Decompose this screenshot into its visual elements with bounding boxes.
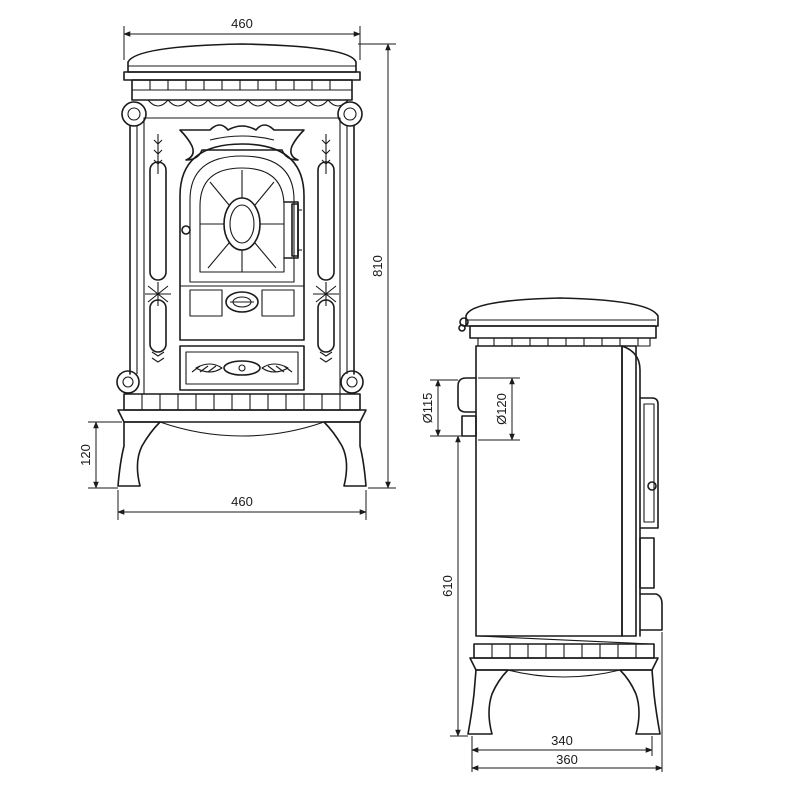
side-door-knob bbox=[647, 481, 657, 491]
side-body bbox=[475, 345, 623, 637]
dim-leg-height: 120 bbox=[78, 444, 93, 466]
dim-base-width: 460 bbox=[231, 494, 253, 509]
front-leg-right bbox=[323, 421, 367, 487]
front-rosette-top-right bbox=[337, 101, 363, 127]
dim-flue-height: 610 bbox=[440, 575, 455, 597]
front-top-cap bbox=[127, 43, 357, 73]
front-dimensions: 460 810 120 460 bbox=[78, 16, 396, 520]
side-view bbox=[457, 297, 663, 735]
side-leg-rear bbox=[467, 669, 509, 735]
side-leg-front bbox=[619, 669, 661, 735]
front-door-sunburst bbox=[200, 170, 284, 272]
side-plinth bbox=[469, 635, 659, 671]
side-air-control bbox=[639, 537, 655, 589]
front-door-handle bbox=[283, 201, 302, 259]
dim-flue-rear: Ø115 bbox=[420, 393, 435, 424]
side-cornice bbox=[477, 337, 651, 347]
side-flue-rear bbox=[457, 377, 477, 437]
side-ash-drawer bbox=[639, 593, 663, 631]
front-rosette-top-left bbox=[121, 101, 147, 127]
side-dimensions: Ø115 Ø120 610 340 360 bbox=[420, 377, 663, 772]
side-front-frame bbox=[621, 345, 637, 637]
dim-depth-inner: 340 bbox=[551, 733, 573, 748]
front-scallop-frieze bbox=[147, 99, 349, 107]
dim-total-height: 810 bbox=[370, 255, 385, 277]
front-ash-drawer bbox=[179, 345, 305, 391]
front-cornice-dentils bbox=[149, 80, 331, 90]
front-fire-door bbox=[179, 143, 305, 341]
side-door-projection bbox=[639, 397, 663, 631]
front-left-pilaster bbox=[145, 134, 171, 363]
front-lower-panels bbox=[189, 289, 295, 317]
front-body bbox=[129, 125, 355, 375]
front-right-pilaster bbox=[313, 134, 339, 363]
front-view bbox=[116, 43, 367, 487]
front-door-crest bbox=[179, 124, 305, 161]
front-leg-left bbox=[117, 421, 161, 487]
front-plinth bbox=[117, 393, 367, 423]
side-top-cap bbox=[465, 297, 659, 327]
side-rear-knob bbox=[458, 317, 469, 332]
dim-depth-outer: 360 bbox=[556, 752, 578, 767]
dim-flue-side: Ø120 bbox=[494, 393, 509, 425]
front-top-plate bbox=[123, 71, 361, 81]
front-rosette-bottom-right bbox=[340, 370, 364, 394]
front-rosette-bottom-left bbox=[116, 370, 140, 394]
dim-top-width: 460 bbox=[231, 16, 253, 31]
front-door-hinge bbox=[181, 225, 191, 235]
side-top-plate bbox=[469, 325, 657, 339]
